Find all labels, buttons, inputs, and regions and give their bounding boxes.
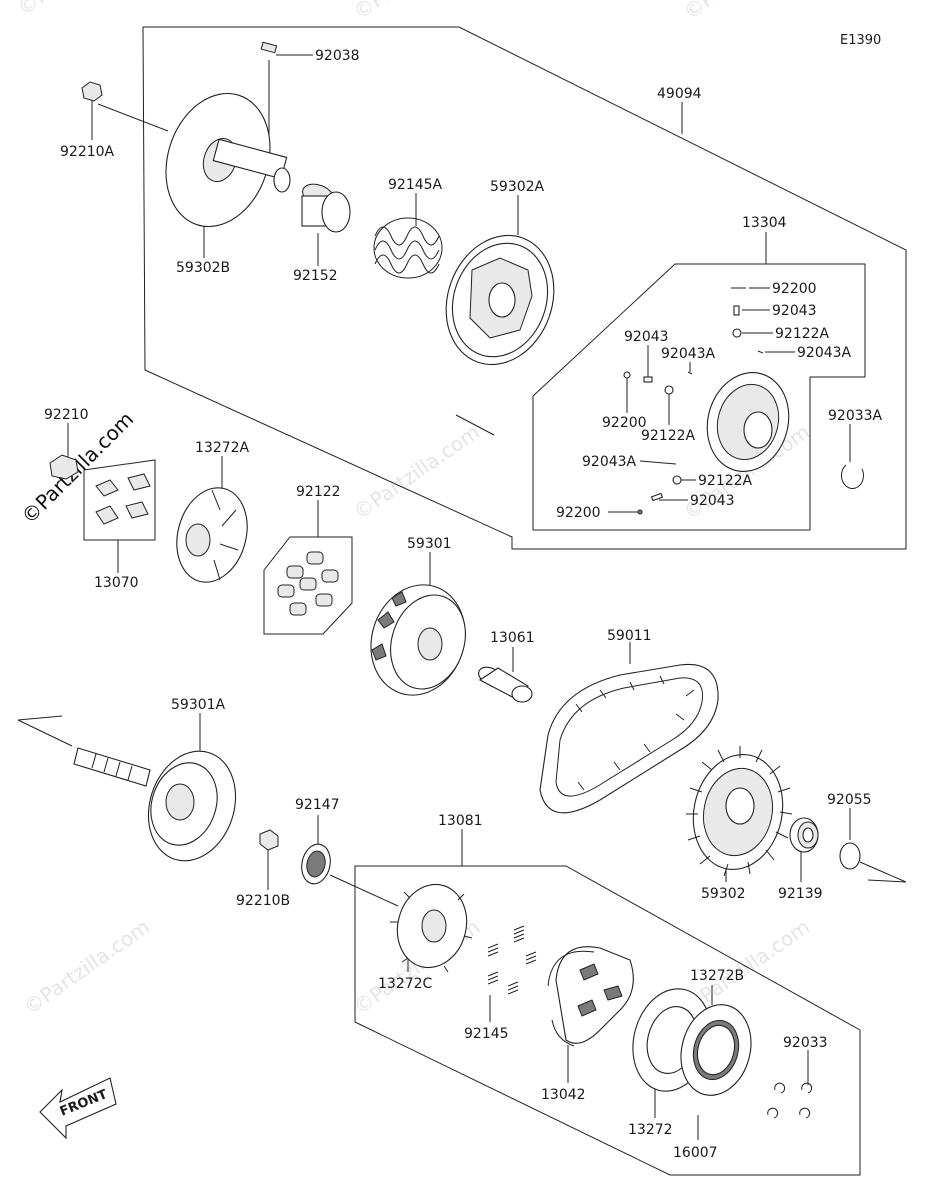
callout-label: 92122A (641, 428, 696, 444)
callout-label: 92152 (293, 268, 338, 284)
diagram-code: E1390 (840, 33, 881, 48)
sheave-59301 (370, 584, 466, 696)
callout-label: 92055 (827, 792, 872, 808)
callout-label: 92147 (295, 797, 340, 813)
callout-label: 92043A (661, 346, 716, 362)
group-outline-13070 (83, 459, 156, 541)
callout-label: 92122A (775, 326, 830, 342)
callout-label: 59302 (701, 886, 746, 902)
callout-label: 13272C (378, 976, 433, 992)
shoes-13042 (547, 946, 634, 1047)
oring-92055 (839, 842, 861, 870)
callout-label: 92145 (464, 1026, 509, 1042)
callout-label: 92139 (778, 886, 823, 902)
callout-label: 92122 (296, 484, 341, 500)
pulley-59302 (686, 746, 793, 877)
collar-13061 (478, 666, 533, 703)
callout-label: 13272B (690, 968, 744, 984)
pulley-59301A (73, 747, 237, 862)
belt-59011 (539, 663, 719, 814)
callout-label: 92200 (602, 415, 647, 431)
callout-label: 92210B (236, 893, 290, 909)
callout-label: 92210A (60, 144, 115, 160)
hub-13272C (390, 883, 473, 973)
callout-label: 92043 (624, 329, 669, 345)
callout-label: 92043A (582, 454, 637, 470)
cam-13304 (706, 372, 790, 472)
callout-label: 92043 (690, 493, 735, 509)
key-92038 (260, 41, 278, 54)
bearing-92147 (301, 843, 331, 885)
callout-label: 49094 (657, 86, 702, 102)
callout-labels: 92038 49094 92210A 92145A 59302A 59302B … (44, 48, 883, 1161)
callout-label: 16007 (673, 1145, 718, 1161)
callout-label: 92033 (783, 1035, 828, 1051)
bushing-92152 (301, 183, 351, 233)
leader-lines (17, 54, 907, 1140)
callout-label: 59301 (407, 536, 452, 552)
circlip-92033A (840, 464, 864, 490)
callout-label: 13042 (541, 1087, 586, 1103)
bearing-92139 (789, 817, 819, 853)
callout-label: 59301A (171, 697, 226, 713)
sheave-59302A (445, 234, 555, 366)
group-outline-13081 (354, 865, 861, 1176)
sheave-59302B (165, 92, 291, 228)
group-outline-49094 (142, 26, 907, 550)
group-outline-13304 (532, 263, 866, 531)
callout-label: 92043 (772, 303, 817, 319)
hardware-13304 (623, 287, 764, 515)
parts (49, 41, 864, 1119)
watermark: ©Partzilla.com (19, 915, 154, 1020)
spider-13272A (176, 487, 248, 583)
callout-label: 59302A (490, 179, 545, 195)
group-outline-92122 (263, 536, 353, 635)
weights-13070 (95, 473, 151, 525)
circlips-92033 (767, 1082, 813, 1119)
callout-label: 13070 (94, 575, 139, 591)
watermark: ©Partzilla.com (349, 0, 484, 24)
callout-label: 92145A (388, 177, 443, 193)
callout-label: 92210 (44, 407, 89, 423)
watermark: ©Partzilla.com (679, 0, 814, 24)
callout-label: 92200 (556, 505, 601, 521)
springs-92145 (487, 925, 537, 995)
watermark: ©Partzilla.com (13, 0, 148, 20)
callout-label: 13061 (490, 630, 535, 646)
callout-label: 59011 (607, 628, 652, 644)
callout-label: 59302B (176, 260, 230, 276)
spring-92145A (373, 217, 443, 279)
callout-label: 92038 (315, 48, 360, 64)
nut-92210A (81, 81, 103, 102)
nut-92210 (49, 454, 79, 480)
callout-label: 13272 (628, 1122, 673, 1138)
callout-label: 13272A (195, 440, 250, 456)
callout-label: 92033A (828, 408, 883, 424)
front-arrow: FRONT (39, 1077, 117, 1140)
callout-label: 92043A (797, 345, 852, 361)
rollers-92122 (277, 551, 339, 616)
callout-label: 92200 (772, 281, 817, 297)
callout-label: 13304 (742, 215, 787, 231)
nut-92210B (259, 829, 279, 851)
drum-16007 (680, 1004, 752, 1096)
callout-label: 92122A (698, 473, 753, 489)
callout-label: 13081 (438, 813, 483, 829)
